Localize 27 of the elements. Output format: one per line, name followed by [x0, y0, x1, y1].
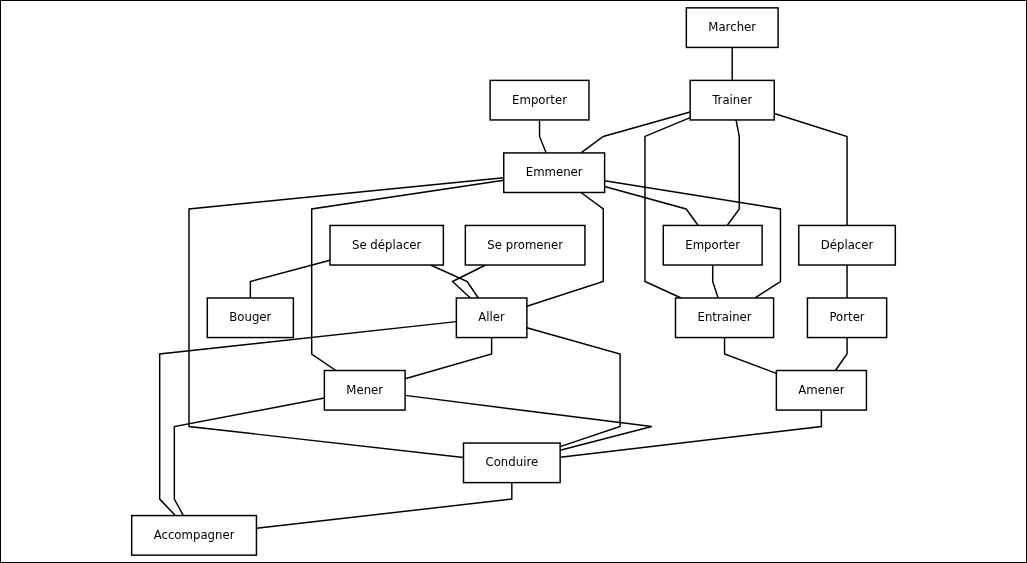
connector	[711, 264, 719, 299]
node-box: Se déplacer	[329, 224, 445, 266]
node-box: Se promener	[464, 224, 586, 266]
node-box: Entrainer	[674, 297, 775, 339]
connector	[526, 191, 604, 308]
node-box: Bouger	[206, 297, 295, 339]
connector	[726, 119, 740, 227]
connector	[846, 264, 848, 299]
connector	[834, 336, 848, 372]
node-box: Accompagner	[130, 514, 258, 556]
node-box: Emporter	[662, 224, 763, 266]
connector	[526, 327, 621, 448]
node-box: Amener	[775, 369, 868, 411]
node-box: Déplacer	[798, 224, 897, 266]
node-box: Trainer	[689, 79, 775, 121]
connector	[644, 116, 691, 299]
node-box: Emporter	[489, 79, 590, 121]
node-box: Mener	[323, 369, 406, 411]
connector	[249, 259, 331, 299]
node-box: Marcher	[685, 7, 779, 49]
node-box: Aller	[455, 297, 528, 339]
node-box: Conduire	[462, 442, 561, 484]
connector	[538, 119, 547, 154]
connector	[731, 46, 733, 82]
connector	[580, 111, 691, 154]
node-box: Emmener	[503, 152, 606, 194]
node-box: Porter	[806, 297, 888, 339]
